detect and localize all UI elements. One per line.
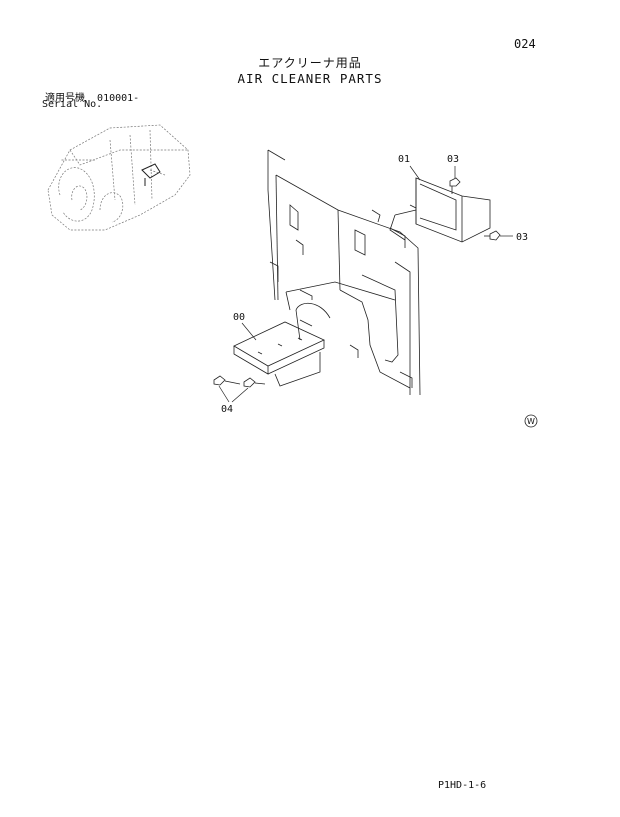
callout-04: 04	[221, 404, 233, 415]
callout-01: 01	[398, 154, 410, 165]
circled-w-mark: W	[524, 414, 538, 428]
thumbnail-highlight	[141, 163, 161, 186]
serial-label-english: Serial No.	[42, 99, 103, 110]
footer-code: P1HD-1-6	[438, 780, 487, 791]
part-00-bracket	[233, 321, 325, 387]
page-title-japanese: エアクリーナ用品	[258, 56, 362, 70]
page-number: 024	[514, 37, 536, 51]
callout-00: 00	[233, 312, 245, 323]
serial-value: 010001-	[97, 93, 140, 104]
mark-letter: W	[527, 417, 535, 426]
callouts: 01 03 03 00 04	[218, 154, 528, 415]
frame-drawing	[267, 149, 421, 396]
part-01-duct	[389, 177, 491, 243]
page-title-english: AIR CLEANER PARTS	[237, 71, 383, 86]
serial-row: 適用号機 010001-	[45, 89, 139, 104]
bolts	[213, 177, 501, 388]
machine-thumbnail	[47, 124, 191, 231]
callout-03-right: 03	[516, 232, 528, 243]
callout-03-top: 03	[447, 154, 459, 165]
serial-label-japanese: 適用号機	[45, 93, 85, 104]
